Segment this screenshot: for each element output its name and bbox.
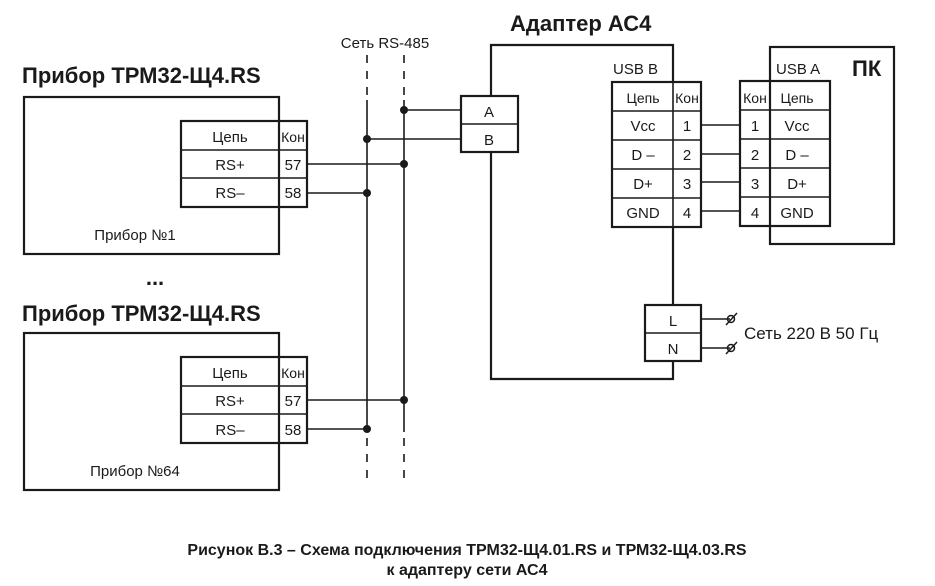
terminal-l: L	[669, 313, 677, 330]
power-label: Сеть 220 В 50 Гц	[744, 324, 879, 343]
circuit-d-minus: D –	[785, 147, 809, 164]
circuit-rs-plus: RS+	[215, 157, 245, 174]
contact-4: 4	[683, 205, 691, 222]
contact-2: 2	[751, 147, 759, 164]
caption-line-2: к адаптеру сети АС4	[386, 562, 547, 579]
circuit-vcc: Vcc	[630, 118, 656, 135]
circuit-gnd: GND	[780, 205, 814, 222]
pc: ПК USB A Кон Цепь 1 Vcc 2 D – 3 D+ 4 GND	[738, 45, 896, 246]
terminal-n: N	[668, 341, 679, 358]
contact-57: 57	[285, 157, 302, 174]
usb-b-label: USB B	[613, 61, 658, 78]
table-header-circuit: Цепь	[626, 90, 659, 106]
caption-line-1: Рисунок В.3 – Схема подключения ТРМ32-Щ4…	[187, 542, 747, 559]
contact-3: 3	[751, 176, 759, 193]
contact-3: 3	[683, 176, 691, 193]
table-header-contact: Кон	[675, 90, 699, 106]
contact-4: 4	[751, 205, 759, 222]
table-header-contact: Кон	[281, 365, 305, 381]
circuit-d-plus: D+	[633, 176, 653, 193]
terminal-clamp-icon	[725, 341, 738, 355]
adapter-outline-bottom	[489, 152, 675, 381]
circuit-rs-minus: RS–	[215, 185, 245, 202]
table-header-contact: Кон	[281, 129, 305, 145]
device-64-title: Прибор ТРМ32-Щ4.RS	[22, 301, 261, 326]
pc-title: ПК	[852, 56, 882, 81]
adapter-outline-top	[489, 43, 675, 96]
circuit-rs-minus: RS–	[215, 422, 245, 439]
junction-dot	[363, 135, 371, 143]
junction-dot	[400, 160, 408, 168]
device-1: Прибор ТРМ32-Щ4.RS Цепь Кон RS+ 57 RS– 5…	[22, 63, 408, 256]
contact-1: 1	[683, 118, 691, 135]
circuit-d-plus: D+	[787, 176, 807, 193]
junction-dot	[400, 106, 408, 114]
junction-dot	[363, 425, 371, 433]
terminal-clamp-icon	[725, 312, 738, 326]
device-64: Прибор ТРМ32-Щ4.RS Цепь Кон RS+ 57 RS– 5…	[22, 301, 408, 492]
table-header-circuit: Цепь	[212, 129, 248, 146]
contact-2: 2	[683, 147, 691, 164]
device-64-name: Прибор №64	[90, 463, 180, 480]
circuit-d-minus: D –	[631, 147, 655, 164]
table-header-contact: Кон	[743, 90, 767, 106]
device-1-name: Прибор №1	[94, 227, 175, 244]
contact-1: 1	[751, 118, 759, 135]
circuit-gnd: GND	[626, 205, 660, 222]
terminal-b: B	[484, 132, 494, 149]
contact-57: 57	[285, 393, 302, 410]
table-header-circuit: Цепь	[212, 365, 248, 382]
circuit-vcc: Vcc	[784, 118, 810, 135]
circuit-rs-plus: RS+	[215, 393, 245, 410]
terminal-a: A	[484, 104, 494, 121]
junction-dot	[363, 189, 371, 197]
ellipsis: ...	[146, 265, 164, 290]
contact-58: 58	[285, 422, 302, 439]
table-header-circuit: Цепь	[780, 90, 813, 106]
adapter-title: Адаптер АС4	[510, 11, 652, 36]
contact-58: 58	[285, 185, 302, 202]
network-label: Сеть RS-485	[341, 35, 429, 52]
junction-dot	[400, 396, 408, 404]
device-1-title: Прибор ТРМ32-Щ4.RS	[22, 63, 261, 88]
usb-a-label: USB A	[776, 61, 820, 78]
